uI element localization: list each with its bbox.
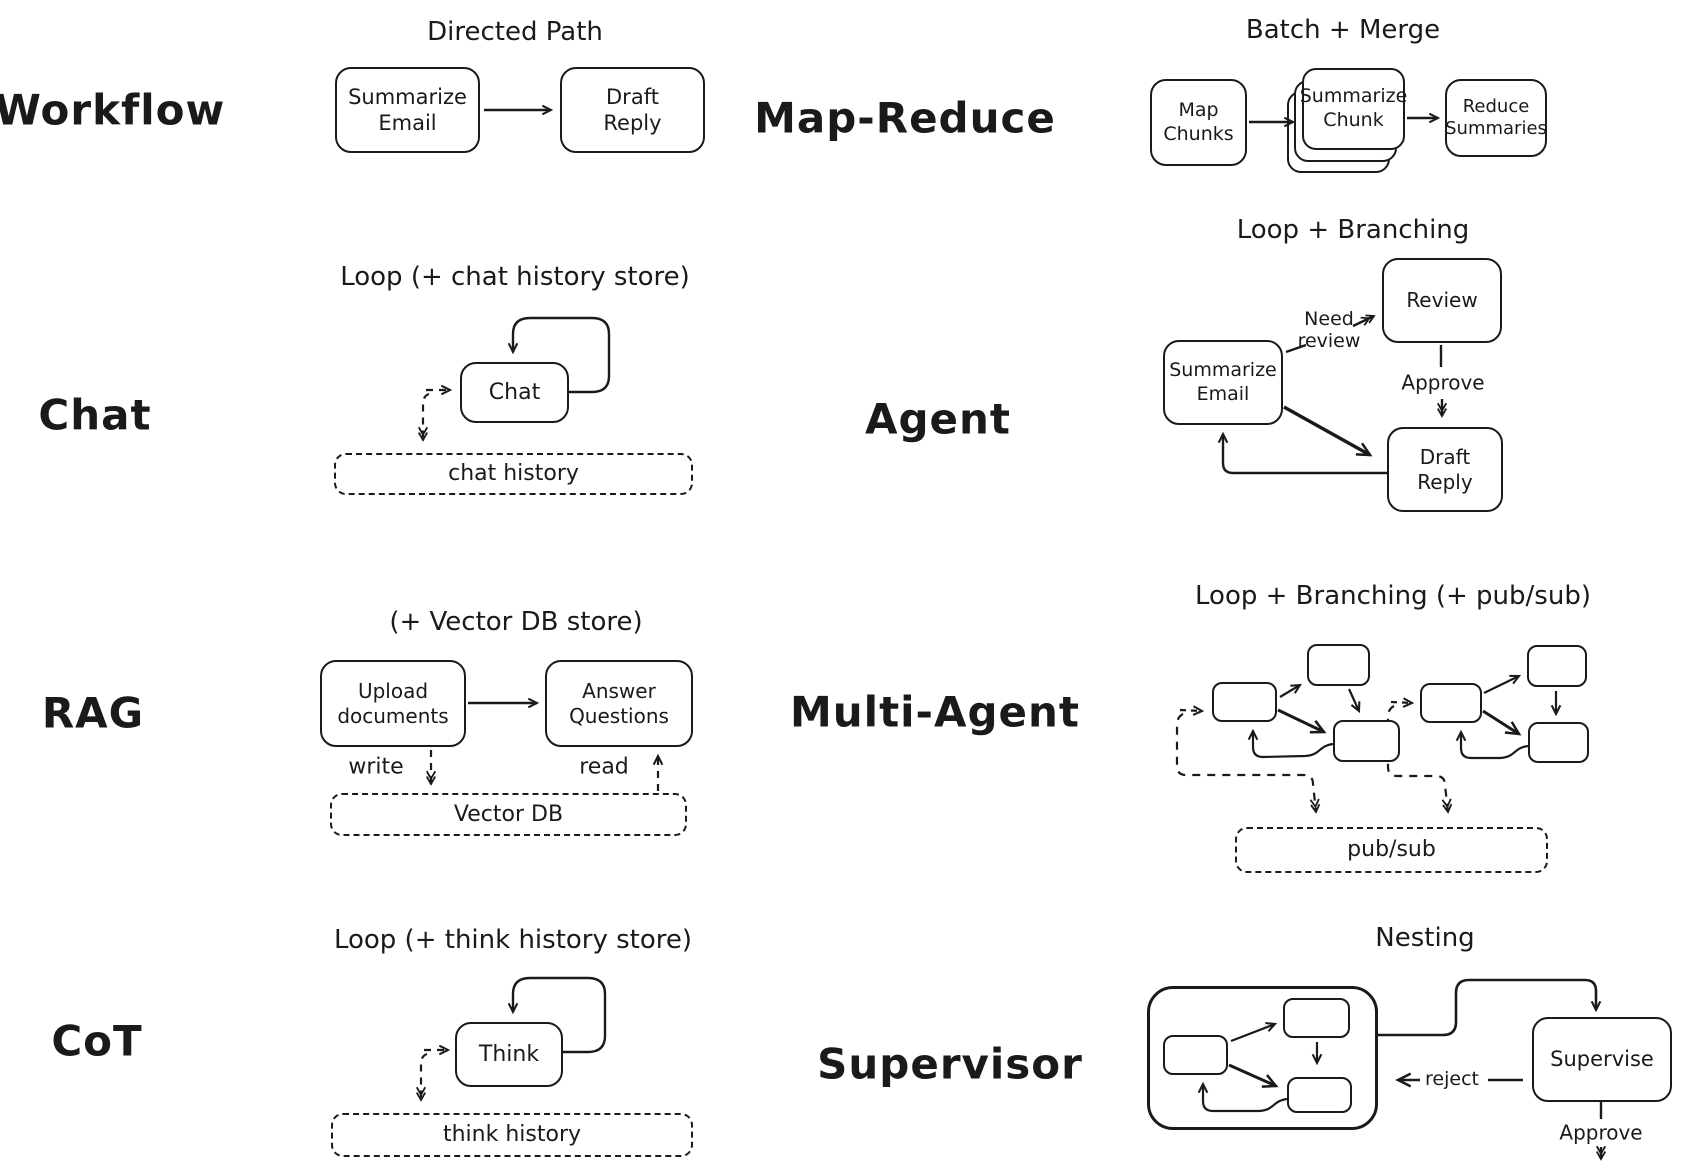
multiagent-a-left-node — [1212, 682, 1277, 722]
multiagent-b-top-node — [1527, 645, 1587, 687]
agent-draft-arrow — [1283, 405, 1373, 457]
multiagent-b-left-node — [1420, 683, 1482, 723]
mapreduce-reduce-summaries-node: Reduce Summaries — [1445, 79, 1547, 157]
rag-upload-documents-node: Upload documents — [320, 660, 466, 747]
rag-title: (+ Vector DB store) — [389, 607, 643, 637]
supervisor-elbow-arrow — [1378, 978, 1596, 1037]
multiagent-b-entry-arrow — [1390, 702, 1412, 703]
rag-vector-db-store: Vector DB — [330, 793, 687, 836]
multiagent-b-bottom-node — [1528, 722, 1589, 763]
multiagent-a-bottom-node — [1333, 720, 1400, 762]
multiagent-a-arrow-1 — [1279, 685, 1300, 698]
agent-review-node: Review — [1382, 258, 1502, 343]
supervisor-inner-top-node — [1283, 998, 1350, 1038]
supervisor-inner-bottom-node — [1287, 1077, 1352, 1113]
multiagent-a-arrow-2 — [1347, 688, 1359, 711]
supervisor-supervise-node: Supervise — [1532, 1017, 1672, 1102]
cot-label: CoT — [51, 1016, 143, 1066]
multiagent-b-pubsub-link — [1386, 705, 1453, 814]
mapreduce-title: Batch + Merge — [1245, 15, 1441, 45]
chat-loop-arrow — [513, 316, 611, 394]
agent-need-review-label: Need review — [1297, 308, 1361, 352]
multiagent-a-top-node — [1307, 644, 1370, 686]
agent-needreview-tick — [1285, 343, 1307, 354]
mapreduce-label: Map-Reduce — [754, 93, 1056, 143]
supervisor-inner-loop-arrow — [1203, 1084, 1288, 1113]
cot-store-arrow — [415, 1052, 428, 1102]
multiagent-label: Multi-Agent — [789, 687, 1081, 737]
multiagent-a-pubsub-link — [1175, 713, 1321, 814]
multiagent-b-arrow-3 — [1482, 709, 1522, 736]
agent-loopback-arrow — [1223, 434, 1387, 475]
agent-draft-reply-node: Draft Reply — [1387, 427, 1503, 512]
multiagent-title: Loop + Branching (+ pub/sub) — [1195, 581, 1591, 611]
rag-read-label: read — [579, 754, 629, 780]
cot-think-node: Think — [455, 1022, 563, 1087]
workflow-title: Directed Path — [427, 17, 603, 47]
rag-answer-questions-node: Answer Questions — [545, 660, 693, 747]
supervisor-label: Supervisor — [817, 1039, 1083, 1089]
workflow-summarize-email-node: Summarize Email — [335, 67, 480, 153]
supervisor-title: Nesting — [1375, 923, 1475, 953]
multiagent-a-entry-arrow — [1179, 710, 1202, 711]
multiagent-pubsub-store: pub/sub — [1235, 827, 1548, 873]
chat-label: Chat — [38, 390, 152, 440]
supervisor-reject-label: reject — [1425, 1068, 1479, 1091]
chat-title: Loop (+ chat history store) — [340, 262, 690, 292]
chat-store-arrow — [417, 392, 430, 442]
supervisor-approve-label: Approve — [1559, 1120, 1643, 1145]
multiagent-a-arrow-3 — [1277, 708, 1327, 734]
multiagent-b-loop-arrow — [1461, 732, 1529, 760]
agent-needreview-arrow — [1352, 314, 1376, 328]
chat-node: Chat — [460, 362, 569, 423]
workflow-label: Workflow — [0, 85, 226, 135]
mapreduce-map-chunks-node: Map Chunks — [1150, 79, 1247, 166]
chat-history-store: chat history — [334, 453, 693, 495]
supervisor-inner-left-node — [1163, 1035, 1228, 1075]
multiagent-a-loop-arrow — [1253, 731, 1334, 759]
supervisor-inner-arrow-1 — [1230, 1024, 1275, 1043]
agent-approve-label: Approve — [1401, 370, 1485, 395]
cot-title: Loop (+ think history store) — [333, 925, 693, 955]
mapreduce-summarize-chunk-node: Summarize Chunk — [1300, 68, 1407, 150]
cot-think-history-store: think history — [331, 1113, 693, 1157]
cot-loop-arrow — [513, 976, 607, 1054]
workflow-draft-reply-node: Draft Reply — [560, 67, 705, 153]
agent-title: Loop + Branching — [1236, 215, 1470, 245]
agent-summarize-email-node: Summarize Email — [1163, 340, 1283, 425]
supervisor-inner-arrow-3 — [1228, 1063, 1279, 1088]
multiagent-b-arrow-1 — [1483, 676, 1519, 694]
rag-write-label: write — [348, 754, 404, 780]
agent-label: Agent — [864, 394, 1012, 444]
rag-label: RAG — [41, 688, 145, 738]
